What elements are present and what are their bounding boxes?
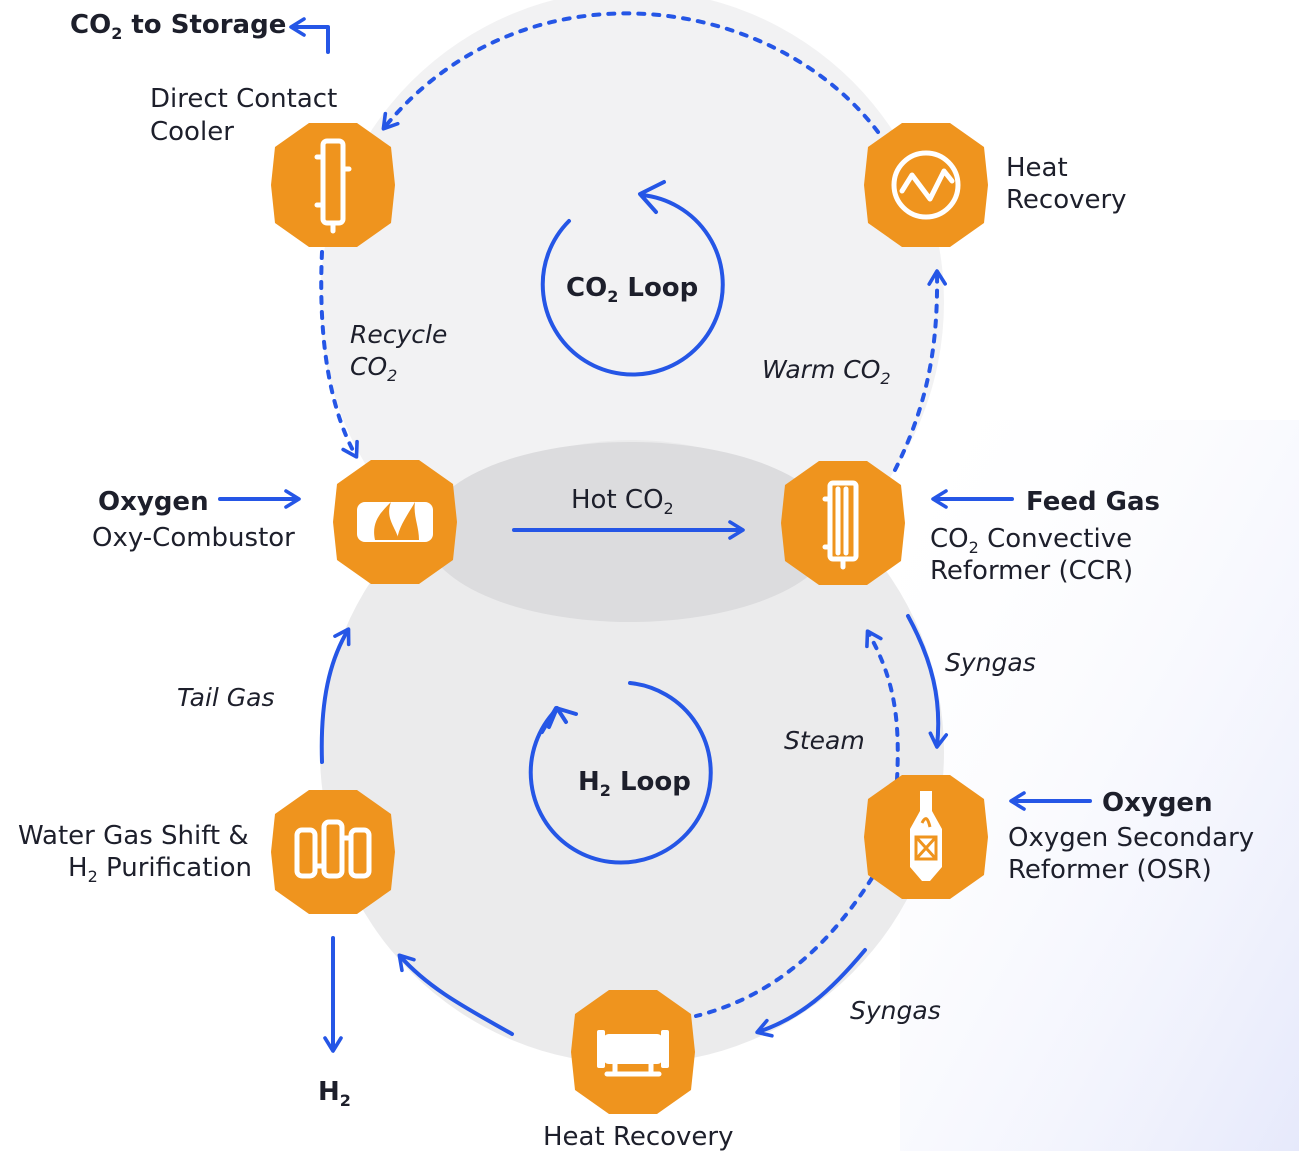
syngas-upper-label: Syngas: [945, 648, 1036, 677]
syngas-upper-arrow: [906, 614, 949, 749]
osr-node[interactable]: [864, 775, 988, 899]
h2-loop-label: H2 Loop: [578, 767, 691, 800]
feed-gas-label: Feed Gas: [1026, 487, 1160, 517]
flame-combustor-icon: [357, 502, 433, 542]
heat-wave-icon: [891, 150, 961, 220]
steam-label: Steam: [784, 726, 865, 755]
background-tint: [900, 420, 1299, 1151]
shift-vessels-icon: [294, 819, 372, 879]
syngas-lower-arrow: [755, 948, 867, 1038]
heat-recovery-top-node[interactable]: [864, 123, 988, 247]
heat-recovery-bottom-label: Heat Recovery: [543, 1122, 734, 1151]
ccr-node[interactable]: [781, 461, 905, 585]
tail-gas-label: Tail Gas: [177, 683, 275, 712]
oxygen-right-label: Oxygen: [1102, 788, 1213, 818]
co2-to-storage-label: CO2 to Storage: [70, 10, 286, 43]
co2-loop-label: CO2 Loop: [566, 273, 698, 306]
steam-arrow: [865, 629, 900, 782]
heat-exchanger-icon: [597, 1030, 669, 1077]
direct-contact-cooler-label-line1: Direct Contact: [150, 84, 337, 114]
wgs-label-line1: Water Gas Shift &: [18, 821, 249, 851]
tail-gas-arrow: [319, 627, 351, 764]
osr-to-heat-dashed: [694, 876, 874, 1018]
secondary-reformer-icon: [910, 791, 942, 881]
heat-recovery-top-label-line2: Recovery: [1006, 185, 1127, 215]
direct-contact-cooler-node[interactable]: [271, 123, 395, 247]
co2-loop-cycle-arrow: [540, 193, 725, 377]
ccr-label-line1: CO2 Convective: [930, 524, 1132, 557]
ccr-label-line2: Reformer (CCR): [930, 556, 1133, 586]
syngas-lower-label: Syngas: [850, 996, 941, 1025]
recycle-co2-label-line2: CO2: [350, 352, 397, 385]
oxygen-left-label: Oxygen: [98, 487, 209, 517]
h2-loop-cycle-arrow: [528, 681, 713, 865]
h2-loop-region: [320, 440, 944, 1064]
recycle-co2-label-line1: Recycle: [350, 320, 447, 349]
oxy-combustor-node[interactable]: [333, 460, 457, 584]
direct-contact-cooler-label-line2: Cooler: [150, 117, 234, 147]
oxy-combustor-label: Oxy-Combustor: [92, 523, 295, 553]
convective-reformer-icon: [822, 480, 859, 570]
heat-recovery-bottom-node[interactable]: [571, 990, 695, 1114]
co2-loop-arrowhead: [638, 180, 666, 214]
heat-to-wgs-arrow: [397, 953, 514, 1036]
warm-co2-label: Warm CO2: [762, 355, 891, 388]
heat-recovery-top-label-line1: Heat: [1006, 153, 1068, 183]
top-dashed-arc: [381, 11, 880, 134]
hot-co2-label: Hot CO2: [571, 485, 674, 518]
osr-label-line1: Oxygen Secondary: [1008, 823, 1254, 853]
h2-loop-arrowhead-2: [540, 706, 578, 734]
h2-output-label: H2: [318, 1077, 351, 1110]
co2-storage-arrow: [289, 17, 330, 54]
column-tower-icon: [314, 138, 352, 234]
recycle-co2-arrow: [319, 250, 359, 459]
osr-label-line2: Reformer (OSR): [1008, 855, 1212, 885]
co2-loop-region: [320, 0, 944, 614]
wgs-label-line2: H2 Purification: [68, 853, 252, 886]
wgs-node[interactable]: [271, 790, 395, 914]
warm-co2-arrow: [893, 269, 947, 472]
